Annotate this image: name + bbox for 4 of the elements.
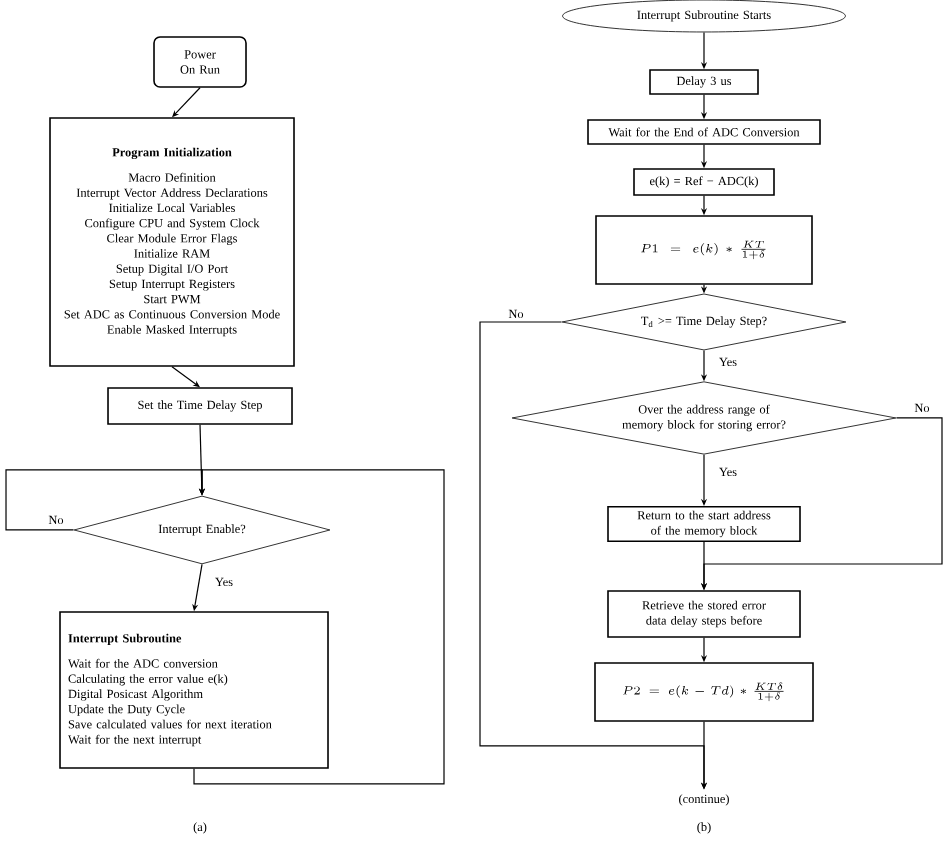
process-box: $P1 = e(k)*\frac{KT}{1+\delta}$ bbox=[595, 215, 813, 285]
arrow bbox=[193, 469, 445, 785]
arrow bbox=[5, 469, 206, 531]
process-box: $P2 = e(k-Td)*\frac{KT\delta}{1+\delta}$ bbox=[594, 662, 814, 722]
